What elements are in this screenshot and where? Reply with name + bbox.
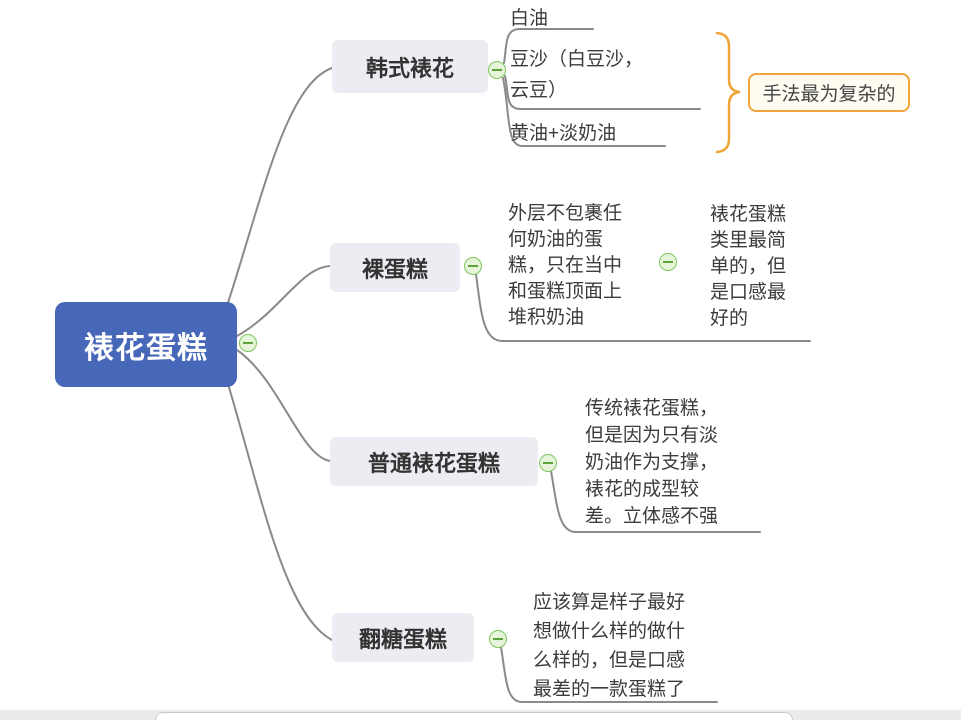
leaf-line: 裱花蛋糕 bbox=[710, 204, 787, 225]
bottom-panel[interactable] bbox=[155, 712, 793, 720]
connector-root-to-fondant bbox=[224, 373, 333, 641]
branch-node-fondant-cake[interactable]: 翻糖蛋糕 bbox=[332, 613, 474, 662]
connector-korean-to-butter bbox=[502, 77, 666, 147]
connector-korean-to-bean-paste bbox=[504, 75, 701, 110]
group-brace bbox=[715, 31, 741, 154]
collapse-minus-icon-naked[interactable] bbox=[464, 257, 482, 275]
branch-node-korean-piping[interactable]: 韩式裱花 bbox=[332, 40, 488, 93]
leaf-node-naked-cake-note[interactable]: 裱花蛋糕 类里最简 单的，但 是口感最 好的 bbox=[710, 202, 786, 332]
leaf-line: 类里最简 bbox=[710, 230, 787, 251]
leaf-line: 单的，但 bbox=[710, 256, 787, 277]
leaf-line: 传统裱花蛋糕， bbox=[585, 398, 719, 419]
leaf-line: 云豆） bbox=[510, 80, 568, 101]
leaf-node-fondant-cake-desc[interactable]: 应该算是样子最好 想做什么样的做什 么样的，但是口感 最差的一款蛋糕了 bbox=[533, 588, 685, 704]
leaf-line: 裱花的成型较 bbox=[585, 479, 700, 500]
connector-fondant-to-desc bbox=[500, 646, 718, 703]
leaf-line: 糕，只在当中 bbox=[508, 255, 623, 276]
leaf-line: 奶油作为支撑， bbox=[585, 452, 719, 473]
branch-label: 韩式裱花 bbox=[365, 55, 454, 81]
leaf-line: 豆沙（白豆沙， bbox=[510, 49, 644, 70]
leaf-node-white-oil[interactable]: 白油 bbox=[510, 3, 548, 30]
annotation-box[interactable]: 手法最为复杂的 bbox=[748, 73, 910, 112]
branch-label: 裸蛋糕 bbox=[361, 256, 428, 282]
annotation-label: 手法最为复杂的 bbox=[762, 84, 896, 105]
branch-node-normal-piped-cake[interactable]: 普通裱花蛋糕 bbox=[330, 437, 538, 486]
leaf-line: 何奶油的蛋 bbox=[508, 229, 604, 250]
branch-label: 翻糖蛋糕 bbox=[358, 626, 447, 652]
leaf-line: 外层不包裹任 bbox=[508, 203, 623, 224]
connector-korean-to-white-oil bbox=[503, 28, 594, 64]
bottom-bar bbox=[0, 710, 961, 720]
branch-label: 普通裱花蛋糕 bbox=[367, 450, 500, 476]
branch-node-naked-cake[interactable]: 裸蛋糕 bbox=[330, 243, 460, 292]
connector-normal-to-desc bbox=[550, 470, 761, 533]
leaf-line: 么样的，但是口感 bbox=[533, 650, 686, 671]
collapse-minus-icon-korean[interactable] bbox=[488, 61, 506, 79]
root-node[interactable]: 裱花蛋糕 bbox=[55, 302, 237, 387]
leaf-node-bean-paste[interactable]: 豆沙（白豆沙， 云豆） bbox=[510, 44, 643, 106]
leaf-line: 堆积奶油 bbox=[508, 307, 585, 328]
leaf-line: 想做什么样的做什 bbox=[533, 621, 686, 642]
leaf-line: 好的 bbox=[710, 308, 749, 329]
leaf-line: 白油 bbox=[510, 8, 549, 29]
leaf-line: 和蛋糕顶面上 bbox=[508, 281, 623, 302]
connector-naked-to-desc bbox=[475, 273, 811, 342]
collapse-minus-icon-naked-note[interactable] bbox=[659, 253, 677, 271]
leaf-line: 黄油+淡奶油 bbox=[510, 123, 617, 144]
leaf-line: 是口感最 bbox=[710, 282, 787, 303]
root-label: 裱花蛋糕 bbox=[84, 331, 208, 365]
leaf-line: 应该算是样子最好 bbox=[533, 592, 686, 613]
leaf-line: 差。立体感不强 bbox=[585, 506, 719, 527]
leaf-line: 最差的一款蛋糕了 bbox=[533, 679, 686, 700]
connector-root-to-naked bbox=[236, 265, 331, 337]
collapse-minus-icon-normal[interactable] bbox=[539, 454, 557, 472]
collapse-minus-icon-root[interactable] bbox=[239, 334, 257, 352]
leaf-node-naked-cake-desc[interactable]: 外层不包裹任 何奶油的蛋 糕，只在当中 和蛋糕顶面上 堆积奶油 bbox=[508, 201, 622, 331]
connector-root-to-normal bbox=[236, 349, 331, 462]
leaf-node-normal-cake-desc[interactable]: 传统裱花蛋糕， 但是因为只有淡 奶油作为支撑， 裱花的成型较 差。立体感不强 bbox=[585, 395, 718, 530]
collapse-minus-icon-fondant[interactable] bbox=[489, 630, 507, 648]
leaf-node-butter-cream[interactable]: 黄油+淡奶油 bbox=[510, 118, 616, 145]
leaf-line: 但是因为只有淡 bbox=[585, 425, 719, 446]
connector-root-to-korean bbox=[224, 67, 333, 313]
